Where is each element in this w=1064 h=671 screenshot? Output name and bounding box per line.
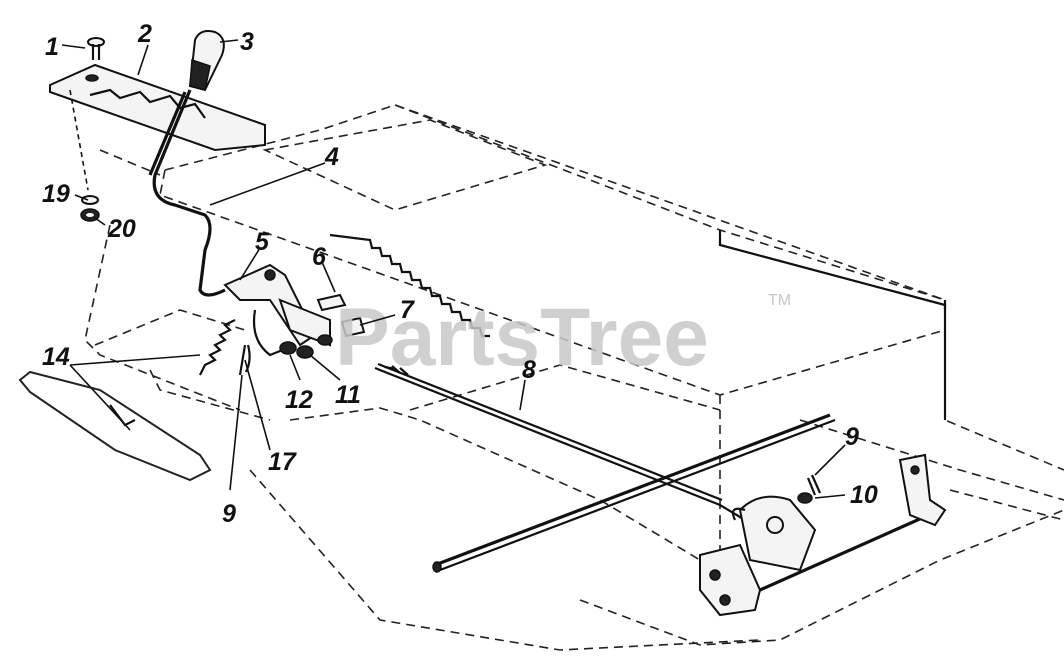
control-rod <box>374 362 746 521</box>
shift-lever <box>148 89 226 297</box>
shift-plate <box>49 63 266 152</box>
spring <box>199 319 236 376</box>
callout-1: 1 <box>45 33 59 61</box>
lever-bracket <box>223 263 331 357</box>
callout-10: 10 <box>850 481 878 509</box>
leader-lines <box>61 39 846 499</box>
notched-plate <box>329 230 947 420</box>
small-washers <box>279 334 333 359</box>
cam-plate <box>699 453 947 617</box>
callout-9-left: 9 <box>222 500 236 528</box>
screw <box>87 37 105 60</box>
callout-3: 3 <box>240 28 254 56</box>
callout-8: 8 <box>522 356 536 384</box>
clevis-pin <box>238 344 251 376</box>
callout-7: 7 <box>400 296 415 324</box>
washer-and-nut <box>80 195 100 222</box>
main-shaft <box>432 413 836 573</box>
callout-6: 6 <box>312 243 327 271</box>
callout-12: 12 <box>285 386 313 414</box>
watermark-trademark: TM <box>768 292 791 309</box>
watermark-text: PartsTree <box>335 292 709 383</box>
shift-knob <box>188 30 225 92</box>
callout-17: 17 <box>268 448 297 476</box>
callout-9-right: 9 <box>845 423 859 451</box>
mount-bracket <box>18 370 212 482</box>
callout-4: 4 <box>324 143 339 171</box>
callout-20: 20 <box>107 215 136 243</box>
callout-5: 5 <box>255 228 270 256</box>
right-pin-washer <box>797 474 822 504</box>
callout-19: 19 <box>42 180 70 208</box>
callout-2: 2 <box>137 20 152 48</box>
callout-14: 14 <box>42 343 70 371</box>
bolts <box>316 293 366 338</box>
callout-11: 11 <box>335 381 361 409</box>
